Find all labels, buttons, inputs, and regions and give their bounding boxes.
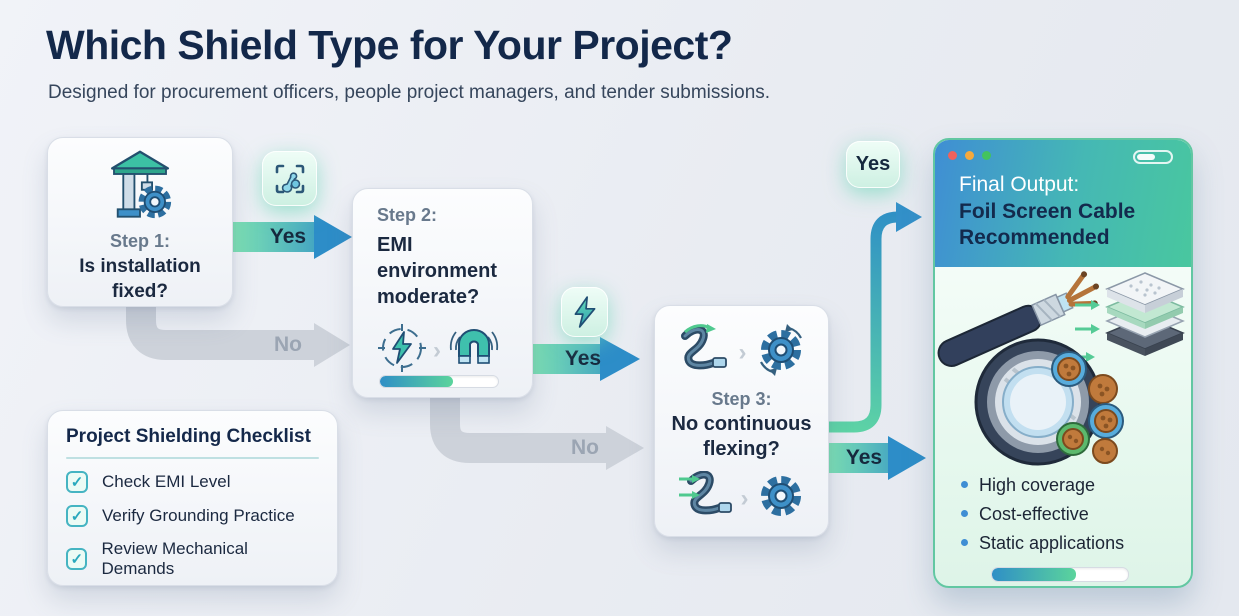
final-heading-prefix: Final Output: xyxy=(959,173,1080,196)
benefit-item: Static applications xyxy=(961,530,1124,556)
flex-cable-arrows-icon xyxy=(677,470,735,526)
checklist-item: ✓ Check EMI Level xyxy=(66,471,319,493)
checklist-item: ✓ Review Mechanical Demands xyxy=(66,539,319,579)
magnet-field-icon xyxy=(447,322,501,379)
final-progress-bar xyxy=(991,567,1129,582)
final-panel-header: Final Output: Foil Screen Cable Recommen… xyxy=(935,140,1191,267)
window-minimize-icon xyxy=(965,151,974,160)
cable-illustration xyxy=(937,271,1185,466)
rotating-gear-icon xyxy=(753,322,809,383)
step1-question: Is installation fixed? xyxy=(79,256,201,302)
benefit-item: Cost-effective xyxy=(961,501,1124,527)
final-benefits-list: High coverage Cost-effective Static appl… xyxy=(961,472,1124,559)
bullet-dot-icon xyxy=(961,510,968,517)
window-maximize-icon xyxy=(982,151,991,160)
checklist-title: Project Shielding Checklist xyxy=(66,426,311,447)
step1-no-label: No xyxy=(274,333,302,356)
page-subtitle: Designed for procurement officers, peopl… xyxy=(48,82,771,103)
checklist-item-label: Check EMI Level xyxy=(102,472,231,491)
step3-yes-right-label: Yes xyxy=(845,446,883,469)
benefit-label: High coverage xyxy=(979,475,1096,495)
emi-lightning-target-icon xyxy=(377,322,427,379)
step2-no-label: No xyxy=(571,436,599,459)
toggle-switch-icon[interactable] xyxy=(1133,150,1173,164)
scan-frame-tools-icon xyxy=(262,151,317,206)
step3-label: Step 3: xyxy=(711,389,772,409)
step3-yes-top-badge: Yes xyxy=(846,141,900,188)
step2-progress-bar xyxy=(379,375,499,388)
chevron-icon: › xyxy=(433,336,441,364)
step1-label: Step 1: xyxy=(109,231,170,251)
lightning-icon xyxy=(561,287,608,337)
checklist-divider xyxy=(66,457,319,459)
step2-label: Step 2: xyxy=(377,205,438,225)
checklist-item-label: Verify Grounding Practice xyxy=(102,506,295,525)
benefit-label: Static applications xyxy=(979,533,1125,553)
step2-card: Step 2: EMI environment moderate? › xyxy=(352,188,533,398)
benefit-item: High coverage xyxy=(961,472,1124,498)
page-title: Which Shield Type for Your Project? xyxy=(46,22,733,68)
benefit-label: Cost-effective xyxy=(979,504,1089,524)
step3-question: No continuous flexing? xyxy=(671,413,812,460)
checkbox-checked-icon[interactable]: ✓ xyxy=(66,505,88,527)
step3-card: › Step 3: No continuous flexing? xyxy=(654,305,829,537)
checkbox-checked-icon[interactable]: ✓ xyxy=(66,548,88,570)
checklist-item: ✓ Verify Grounding Practice xyxy=(66,505,319,527)
window-control-dots xyxy=(948,151,991,160)
step1-card: Step 1: Is installation fixed? xyxy=(47,137,233,307)
step2-yes-label: Yes xyxy=(564,347,602,370)
gear-icon xyxy=(755,470,807,527)
checklist-card: Project Shielding Checklist ✓ Check EMI … xyxy=(47,410,338,586)
final-output-panel: Final Output: Foil Screen Cable Recommen… xyxy=(933,138,1193,588)
window-close-icon xyxy=(948,151,957,160)
chevron-icon: › xyxy=(738,338,747,366)
step1-yes-label: Yes xyxy=(269,225,307,248)
flex-cable-icon xyxy=(675,324,733,381)
bullet-dot-icon xyxy=(961,481,968,488)
fixed-installation-icon xyxy=(48,148,232,231)
bullet-dot-icon xyxy=(961,539,968,546)
checkbox-checked-icon[interactable]: ✓ xyxy=(66,471,88,493)
chevron-icon: › xyxy=(740,484,749,512)
checklist-item-label: Review Mechanical Demands xyxy=(101,539,248,578)
step2-question: EMI environment moderate? xyxy=(377,234,498,308)
final-heading-main: Foil Screen Cable Recommended xyxy=(959,200,1136,249)
